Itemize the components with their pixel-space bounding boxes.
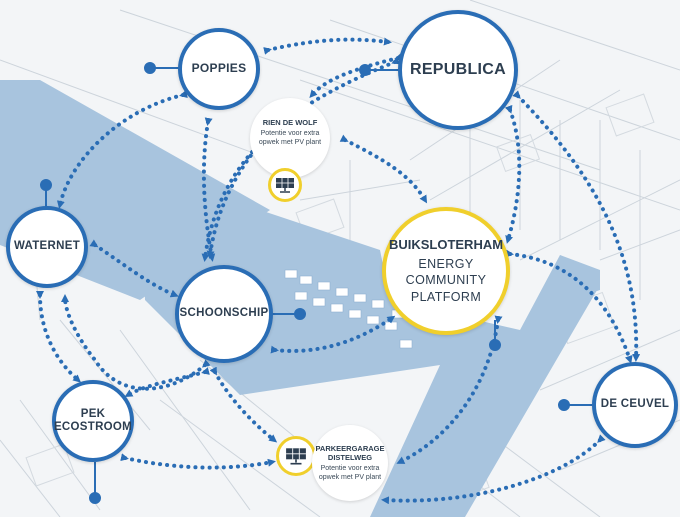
arrow-republica-hub xyxy=(504,104,522,244)
node-de-ceuvel-label: DE CEUVEL xyxy=(600,398,670,411)
node-rien-de-wolf-note: Potentie voor extra opwek met PV plant xyxy=(258,130,322,146)
node-poppies[interactable]: POPPIES xyxy=(178,28,260,110)
arrow-poppies-waternet xyxy=(56,90,188,209)
arrow-rien-schoonschip xyxy=(206,144,261,259)
arrow-republica-deceuvel xyxy=(512,90,641,362)
node-pek-ecostroom[interactable]: PEK ECOSTROOM xyxy=(52,380,134,462)
node-rien-de-wolf-title: RIEN DE WOLF xyxy=(262,118,318,128)
hub-line-2: COMMUNITY xyxy=(405,273,487,288)
node-parkeergarage-note: Potentie voor extra opwek met PV plant xyxy=(318,464,382,481)
solar-panel-icon xyxy=(276,178,294,193)
solar-panel-badge-rien xyxy=(268,168,302,202)
node-buiksloterham-hub[interactable]: BUIKSLOTERHAM ENERGY COMMUNITY PLATFORM xyxy=(382,207,510,335)
solar-panel-badge-parking xyxy=(276,436,316,476)
node-schoonschip[interactable]: SCHOONSCHIP xyxy=(175,265,273,363)
arrow-hub-deceuvel xyxy=(505,249,633,364)
arrow-schoonschip-parking xyxy=(209,366,278,443)
arrow-schoonschip-pek xyxy=(124,367,210,398)
arrow-schoonschip-hub xyxy=(270,315,396,354)
arrow-hub-parking xyxy=(396,315,503,464)
node-republica[interactable]: REPUBLICA xyxy=(398,10,518,130)
node-republica-label: REPUBLICA xyxy=(409,60,507,78)
arrow-poppies-schoonschip xyxy=(201,117,216,262)
arrow-waternet-pek xyxy=(35,290,82,383)
node-pek-line1: PEK xyxy=(80,407,106,420)
node-waternet[interactable]: WATERNET xyxy=(6,206,88,288)
arrow-waternet-schoonschip xyxy=(89,239,179,298)
arrow-deceuvel-bottom xyxy=(381,434,606,505)
node-parkeergarage-title1: PARKEERGARAGE xyxy=(315,443,385,453)
node-pek-line2: ECOSTROOM xyxy=(53,421,133,433)
node-waternet-label: WATERNET xyxy=(13,240,81,253)
arrow-schoonschip-waternet xyxy=(61,294,211,391)
node-poppies-label: POPPIES xyxy=(191,61,247,76)
node-rien-de-wolf[interactable]: RIEN DE WOLF Potentie voor extra opwek m… xyxy=(250,98,330,178)
arrow-poppies-republica xyxy=(263,37,392,55)
hub-line-1: ENERGY xyxy=(418,257,474,272)
node-de-ceuvel[interactable]: DE CEUVEL xyxy=(592,362,678,448)
node-schoonschip-label: SCHOONSCHIP xyxy=(179,307,269,320)
node-parkeergarage-distelweg[interactable]: PARKEERGARAGE DISTELWEG Potentie voor ex… xyxy=(312,425,388,501)
arrow-rien-hub xyxy=(339,134,428,204)
node-parkeergarage-title2: DISTELWEG xyxy=(327,452,373,462)
arrow-pek-parking xyxy=(120,453,276,470)
arrow-republica-rien xyxy=(309,53,403,99)
hub-title: BUIKSLOTERHAM xyxy=(388,237,504,253)
solar-panel-icon xyxy=(286,448,306,465)
hub-line-3: PLATFORM xyxy=(410,289,482,304)
